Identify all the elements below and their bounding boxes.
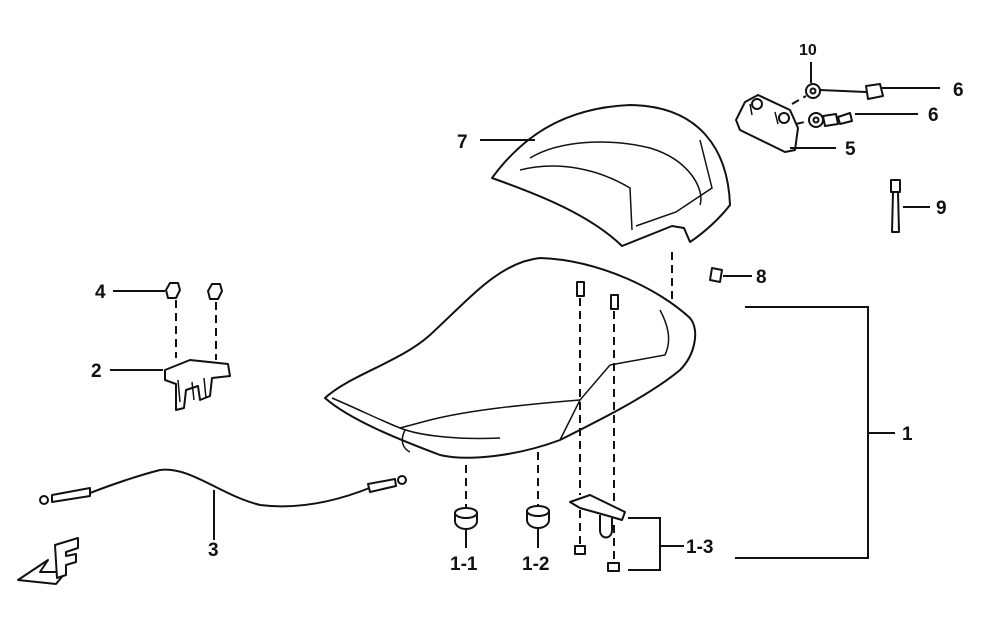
bracket-1	[735, 306, 895, 559]
callout-5: 5	[845, 139, 856, 160]
part-1-1-damper[interactable]	[454, 507, 478, 530]
callout-1-3: 1-3	[686, 537, 713, 558]
callout-10: 10	[799, 42, 817, 59]
part-6-bolts[interactable]	[819, 83, 884, 127]
callout-2: 2	[91, 361, 102, 382]
callout-4: 4	[95, 282, 106, 303]
part-1-main-seat[interactable]	[324, 257, 697, 459]
callout-1: 1	[902, 424, 913, 445]
part-8-clip-nut[interactable]	[709, 267, 723, 283]
part-2-seat-lock-bracket[interactable]	[164, 359, 231, 411]
callout-6a: 6	[953, 80, 964, 101]
part-1-3-latch-bracket[interactable]	[569, 281, 626, 572]
part-10-washers[interactable]	[805, 83, 824, 128]
callout-1-1: 1-1	[450, 554, 478, 575]
part-9-cable-tie[interactable]	[890, 179, 901, 233]
callout-9: 9	[936, 198, 947, 219]
callout-3: 3	[208, 540, 219, 561]
part-5-seat-hinge[interactable]	[735, 94, 799, 153]
callout-7: 7	[457, 132, 468, 153]
part-7-rear-seat[interactable]	[491, 104, 731, 247]
assembly-line-6a	[791, 95, 807, 105]
callout-6b: 6	[928, 105, 939, 126]
callout-8: 8	[756, 267, 767, 288]
bracket-1-3	[628, 517, 684, 571]
part-3-seat-release-cable[interactable]	[39, 468, 407, 508]
part-1-2-damper[interactable]	[526, 505, 550, 529]
assembly-line-6b	[795, 120, 810, 125]
callout-1-2: 1-2	[522, 554, 549, 575]
front-direction-arrow-icon: F	[17, 537, 79, 585]
part-4-bolts[interactable]	[165, 282, 223, 300]
